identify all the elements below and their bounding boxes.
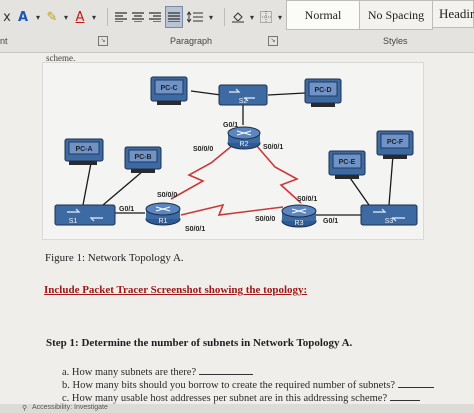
chevron-down-icon[interactable]: ▾ [208,12,213,22]
link-pca-s1 [82,162,92,206]
pc-d-device: PC-D [304,78,342,107]
r2-router: R2 [227,126,261,150]
divider [107,8,108,26]
r2-s001-label: S0/0/1 [263,144,283,151]
pc-e-label: PC-E [339,159,356,166]
s2-label: S2 [239,98,248,105]
r2-s000-label: S0/0/0 [193,146,213,153]
chevron-down-icon[interactable]: ▾ [35,12,40,22]
r1-g01-label: G0/1 [119,206,134,213]
style-heading[interactable]: Headir [432,0,474,28]
r1-s000-label: S0/0/0 [157,192,177,199]
question-text: How many usable host addresses per subne… [71,393,388,404]
text-color-icon[interactable]: A [75,9,85,25]
s2-switch: S2 [218,84,268,106]
network-topology-figure: PC-C S2 PC-D R2 G0/1 S0/0/0 S0/0/1 [42,62,424,240]
question-marker: a. [62,367,70,378]
align-center-icon[interactable] [131,7,145,27]
font-dialog-launcher-icon[interactable]: ↘ [98,36,108,46]
r2-label: R2 [240,141,249,148]
pc-c-label: PC-C [160,85,177,92]
pc-a-device: PC-A [64,138,104,165]
pc-d-label: PC-D [314,87,331,94]
styles-group-label: Styles [383,36,408,46]
s3-switch: S3 [360,204,418,226]
link-pcb-s1 [102,170,144,206]
r3-s000-label: S0/0/0 [255,216,275,223]
screenshot-instruction: Include Packet Tracer Screenshot showing… [44,284,308,296]
chevron-down-icon[interactable]: ▾ [91,12,96,22]
answer-blank[interactable] [198,364,253,375]
question-marker: c. [62,393,70,404]
question-marker: b. [62,380,70,391]
s1-label: S1 [69,218,78,225]
r1-s001-label: S0/0/1 [185,226,205,233]
step-heading: Step 1: Determine the number of subnets … [46,337,353,349]
s1-switch: S1 [54,204,116,226]
font-group-label: nt [0,36,8,46]
pc-a-label: PC-A [75,146,92,153]
accessibility-status[interactable]: Accessibility: Investigate [32,404,108,411]
question-c: c. How many usable host addresses per su… [62,390,420,404]
topology-svg: PC-C S2 PC-D R2 G0/1 S0/0/0 S0/0/1 [54,76,418,233]
align-left-icon[interactable] [114,7,128,27]
r3-router: R3 [281,204,317,228]
link-pce-s3 [347,174,370,206]
question-b: b. How many bits should you borrow to cr… [62,377,434,391]
r1-router: R1 [145,202,181,226]
paragraph-group-label: Paragraph [170,36,213,46]
link-pcf-s3 [388,154,394,206]
question-a: a. How many subnets are there? [62,364,253,378]
highlighter-icon[interactable]: ✎ [46,9,58,25]
divider [224,8,225,26]
r3-g01-label: G0/1 [323,218,338,225]
font-paragraph-row: x A ▾ ✎ ▾ A ▾ ▾ ▾ ▾ [0,6,287,28]
chevron-down-icon[interactable]: ▾ [63,12,68,22]
pc-e-device: PC-E [328,150,366,179]
pc-f-device: PC-F [376,130,414,159]
font-color-a-icon[interactable]: A [17,9,29,25]
answer-blank[interactable] [397,377,434,388]
style-no-spacing[interactable]: No Spacing [359,0,433,30]
pc-b-label: PC-B [134,154,151,161]
clear-format-icon[interactable]: x [3,9,11,25]
r2-g01-label: G0/1 [223,122,238,129]
align-right-icon[interactable] [148,7,162,27]
chevron-down-icon[interactable]: ▾ [249,12,254,22]
r1-label: R1 [159,218,168,225]
answer-blank[interactable] [389,390,420,401]
paragraph-dialog-launcher-icon[interactable]: ↘ [268,36,278,46]
accessibility-icon[interactable]: ⚲ [22,405,28,412]
ribbon-toolbar: x A ▾ ✎ ▾ A ▾ ▾ ▾ ▾ Normal [0,0,474,53]
pc-b-device: PC-B [124,146,162,173]
r3-label: R3 [295,220,304,227]
pc-c-device: PC-C [150,76,188,105]
r3-s001-label: S0/0/1 [297,196,317,203]
question-text: How many subnets are there? [71,367,197,378]
borders-icon[interactable] [259,7,273,27]
serial-link-r1-r3 [180,203,284,216]
status-bar: ⚲ Accessibility: Investigate [0,404,474,413]
cut-off-text: scheme. [46,53,76,63]
figure-caption: Figure 1: Network Topology A. [45,252,184,264]
style-normal[interactable]: Normal [286,0,360,30]
shading-bucket-icon[interactable] [231,7,245,27]
s3-label: S3 [385,218,394,225]
serial-link-r2-r1 [170,144,234,200]
link-s2-pcd [267,92,306,96]
link-pcc-s2 [190,90,222,96]
line-spacing-icon[interactable] [186,7,204,27]
chevron-down-icon[interactable]: ▾ [277,12,282,22]
justify-icon[interactable] [165,6,183,28]
question-text: How many bits should you borrow to creat… [72,380,396,391]
pc-f-label: PC-F [387,139,404,146]
serial-link-r2-r3 [255,144,302,204]
